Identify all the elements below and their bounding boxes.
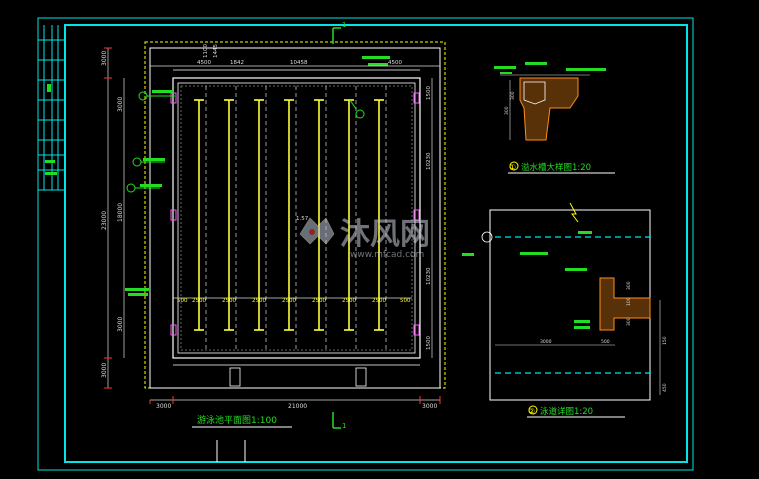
lane-detail-dim-7: 150 xyxy=(662,336,668,345)
title-block xyxy=(38,25,65,191)
lane-detail-dim-1: 3000 xyxy=(540,339,552,345)
overflow-title: 溢水槽大样图1:20 xyxy=(521,162,591,173)
dim-bottom-2: 21000 xyxy=(288,403,307,410)
dim-right-2: 10230 xyxy=(426,152,432,170)
dim-right-1: 1500 xyxy=(426,86,432,100)
lane-width-1: 2500 xyxy=(192,298,206,304)
watermark-brand: 沐风网 xyxy=(340,217,430,252)
dim-left-3: 23000 xyxy=(101,211,108,230)
center-mark: 1.57 xyxy=(296,216,309,222)
lane-title: 泳道详图1:20 xyxy=(540,406,593,417)
outer-frame xyxy=(37,17,694,471)
dim-top-5: 1445 xyxy=(213,44,219,58)
lane-width-3: 2500 xyxy=(252,298,266,304)
dim-left-6: 3000 xyxy=(101,363,108,378)
lane-width-7: 2500 xyxy=(372,298,386,304)
lane-edge-right: 500 xyxy=(400,298,411,304)
dim-left-2: 3000 xyxy=(117,97,124,112)
dim-top-2: 1842 xyxy=(230,60,244,66)
lane-detail-dim-4: 100 xyxy=(626,297,632,306)
overflow-dim-2: 300 xyxy=(510,91,516,100)
lane-width-5: 2500 xyxy=(312,298,326,304)
plan-title: 游泳池平面图1:100 xyxy=(197,414,277,426)
section-mark-top: 1 xyxy=(342,21,346,29)
lane-ropes xyxy=(205,86,387,350)
site-boundary xyxy=(144,41,446,389)
lane-width-6: 2500 xyxy=(342,298,356,304)
lane-detail-dim-5: 300 xyxy=(626,317,632,326)
lane-detail: 3000 500 300 100 300 450 150 ② 泳道详图1:20 xyxy=(462,202,668,418)
overflow-detail: 300 300 ① 溢水槽大样图1:20 xyxy=(494,62,615,174)
lane-marks xyxy=(194,99,384,331)
dim-top-3: 10458 xyxy=(290,60,308,66)
dim-right-4: 1500 xyxy=(426,336,432,350)
annotation-markers xyxy=(126,91,365,193)
dim-left-5: 3000 xyxy=(117,317,124,332)
watermark: 沐风网 www.mfcad.com xyxy=(299,217,430,260)
watermark-url: www.mfcad.com xyxy=(350,250,424,260)
pool-outline xyxy=(172,77,421,359)
dim-left-4: 18000 xyxy=(117,203,124,222)
dim-left-1: 3000 xyxy=(101,51,108,66)
dim-top-4: 4500 xyxy=(388,60,402,66)
dim-top-6: 1100 xyxy=(203,44,209,58)
lane-width-4: 2500 xyxy=(282,298,296,304)
overflow-num: ① xyxy=(509,163,516,172)
lane-detail-dim-3: 300 xyxy=(626,281,632,290)
pool-plan: 1 1 4500 1842 10458 4500 1445 1100 3000 … xyxy=(101,21,446,430)
section-mark-bottom: 1 xyxy=(342,422,346,430)
lane-num: ② xyxy=(528,407,535,416)
lane-edge-left: 500 xyxy=(177,298,188,304)
dim-bottom-1: 3000 xyxy=(156,403,171,410)
lane-width-2: 2500 xyxy=(222,298,236,304)
dim-bottom-3: 3000 xyxy=(422,403,437,410)
overflow-dim-1: 300 xyxy=(504,106,510,115)
lane-detail-dim-2: 500 xyxy=(601,339,610,345)
dim-right-3: 10230 xyxy=(426,267,432,285)
inner-frame xyxy=(64,24,688,463)
watermark-logo-icon xyxy=(299,217,335,245)
lane-detail-dim-6: 450 xyxy=(662,383,668,392)
dim-top-1: 4500 xyxy=(197,60,211,66)
